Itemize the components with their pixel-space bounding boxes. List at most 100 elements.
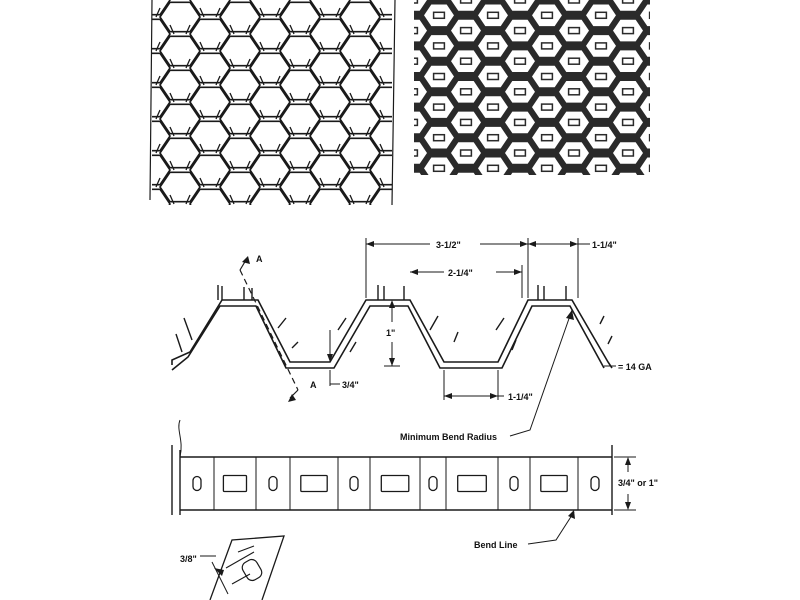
- corrugated-strip-profile: [171, 285, 613, 371]
- mesh-slot: [704, 196, 715, 202]
- mesh-cell: [369, 154, 392, 186]
- mesh-cell: [421, 186, 457, 213]
- mesh-cell: [309, 18, 351, 50]
- mesh-tab: [259, 143, 281, 154]
- mesh-tab: [200, 246, 220, 255]
- mesh-cell: [309, 188, 351, 205]
- mesh-tab: [289, 160, 311, 171]
- mesh-cell: [152, 18, 171, 50]
- mesh-tab: [260, 212, 280, 221]
- mesh-cell: [691, 33, 727, 60]
- mesh-cell: [220, 240, 260, 269]
- mesh-tab: [350, 263, 370, 272]
- mesh-cell: [664, 17, 700, 44]
- mesh-slot: [486, 103, 500, 111]
- mesh-tab: [290, 229, 310, 238]
- mesh-slot: [432, 133, 446, 142]
- mesh-slot: [540, 72, 554, 81]
- pitch-dimension: 3-1/2": [436, 240, 461, 250]
- strip-slot: [349, 475, 359, 492]
- mesh-slot: [459, 118, 473, 127]
- mesh-slot: [432, 164, 446, 173]
- mesh-tab: [229, 58, 251, 69]
- mesh-cell: [189, 18, 231, 50]
- mesh-cell: [189, 120, 231, 152]
- flat-strip-layout: [171, 419, 636, 545]
- mesh-slot: [486, 42, 500, 50]
- mesh-cell: [339, 103, 381, 135]
- mesh-slot: [594, 164, 608, 173]
- mesh-cell: [279, 171, 321, 203]
- mesh-slot: [594, 72, 608, 81]
- mesh-tab: [169, 58, 191, 69]
- mesh-cell: [664, 79, 700, 106]
- mesh-tab: [379, 177, 385, 188]
- section-mark-bottom: A: [310, 380, 317, 390]
- mesh-cell: [159, 35, 201, 67]
- mesh-cell: [152, 188, 171, 205]
- mesh-slot: [459, 0, 473, 4]
- mesh-cell: [400, 172, 440, 201]
- mesh-tab: [155, 75, 161, 86]
- hex-mesh-shaded-illustration: [414, 0, 727, 213]
- mesh-cell: [339, 171, 381, 203]
- mesh-tab: [230, 229, 250, 238]
- mesh-slot: [596, 196, 607, 202]
- section-mark-top: A: [256, 254, 263, 264]
- mesh-slot: [540, 133, 554, 142]
- mesh-tab: [199, 41, 221, 52]
- mesh-cell: [219, 171, 261, 203]
- mesh-slot: [486, 72, 500, 81]
- mesh-cell: [633, 121, 650, 154]
- mesh-cell: [130, 223, 170, 252]
- mesh-cell: [664, 48, 700, 75]
- strip-slot: [457, 474, 487, 493]
- mesh-tab: [199, 177, 221, 188]
- mesh-tab: [410, 263, 430, 272]
- mesh-slot: [648, 103, 650, 111]
- mesh-tab: [229, 194, 251, 205]
- mesh-slot: [677, 181, 688, 187]
- mesh-tab: [410, 195, 430, 204]
- mesh-cell: [339, 35, 381, 67]
- mesh-cell: [219, 137, 261, 169]
- mesh-tab: [319, 7, 341, 18]
- mesh-slot: [648, 164, 650, 173]
- mesh-slot: [623, 181, 634, 187]
- mesh-tab: [199, 7, 221, 18]
- mesh-cell: [279, 69, 321, 101]
- mesh-tab: [440, 178, 460, 187]
- mesh-cell: [279, 35, 321, 67]
- mesh-slot: [434, 196, 445, 202]
- mesh-slot: [486, 11, 500, 20]
- mesh-tab: [350, 229, 370, 238]
- mesh-slot: [513, 26, 527, 35]
- strip-slot: [222, 474, 248, 493]
- mesh-tab: [169, 126, 191, 137]
- mesh-slot: [414, 88, 419, 96]
- hex-mesh-line-illustration: [130, 0, 460, 272]
- mesh-cell: [249, 188, 291, 205]
- mesh-cell: [400, 240, 440, 269]
- mesh-cell: [159, 103, 201, 135]
- mesh-slot: [569, 181, 580, 187]
- mesh-slot: [414, 149, 419, 157]
- mesh-slot: [621, 88, 635, 96]
- mesh-tab: [199, 109, 221, 120]
- mesh-slot: [414, 118, 419, 127]
- mesh-cell: [279, 1, 321, 33]
- mesh-cell: [369, 188, 392, 205]
- mesh-cell: [189, 0, 231, 16]
- mesh-slot: [459, 149, 473, 157]
- mesh-cell: [664, 0, 700, 13]
- dimension-lines: [329, 238, 616, 437]
- mesh-cell: [583, 186, 619, 213]
- mesh-tab: [380, 246, 400, 255]
- mesh-slot: [621, 149, 635, 157]
- mesh-tab: [379, 7, 385, 18]
- mesh-tab: [229, 92, 251, 103]
- mesh-slot: [486, 133, 500, 142]
- mesh-slot: [513, 149, 527, 157]
- mesh-tab: [169, 92, 191, 103]
- mesh-tab: [319, 177, 341, 188]
